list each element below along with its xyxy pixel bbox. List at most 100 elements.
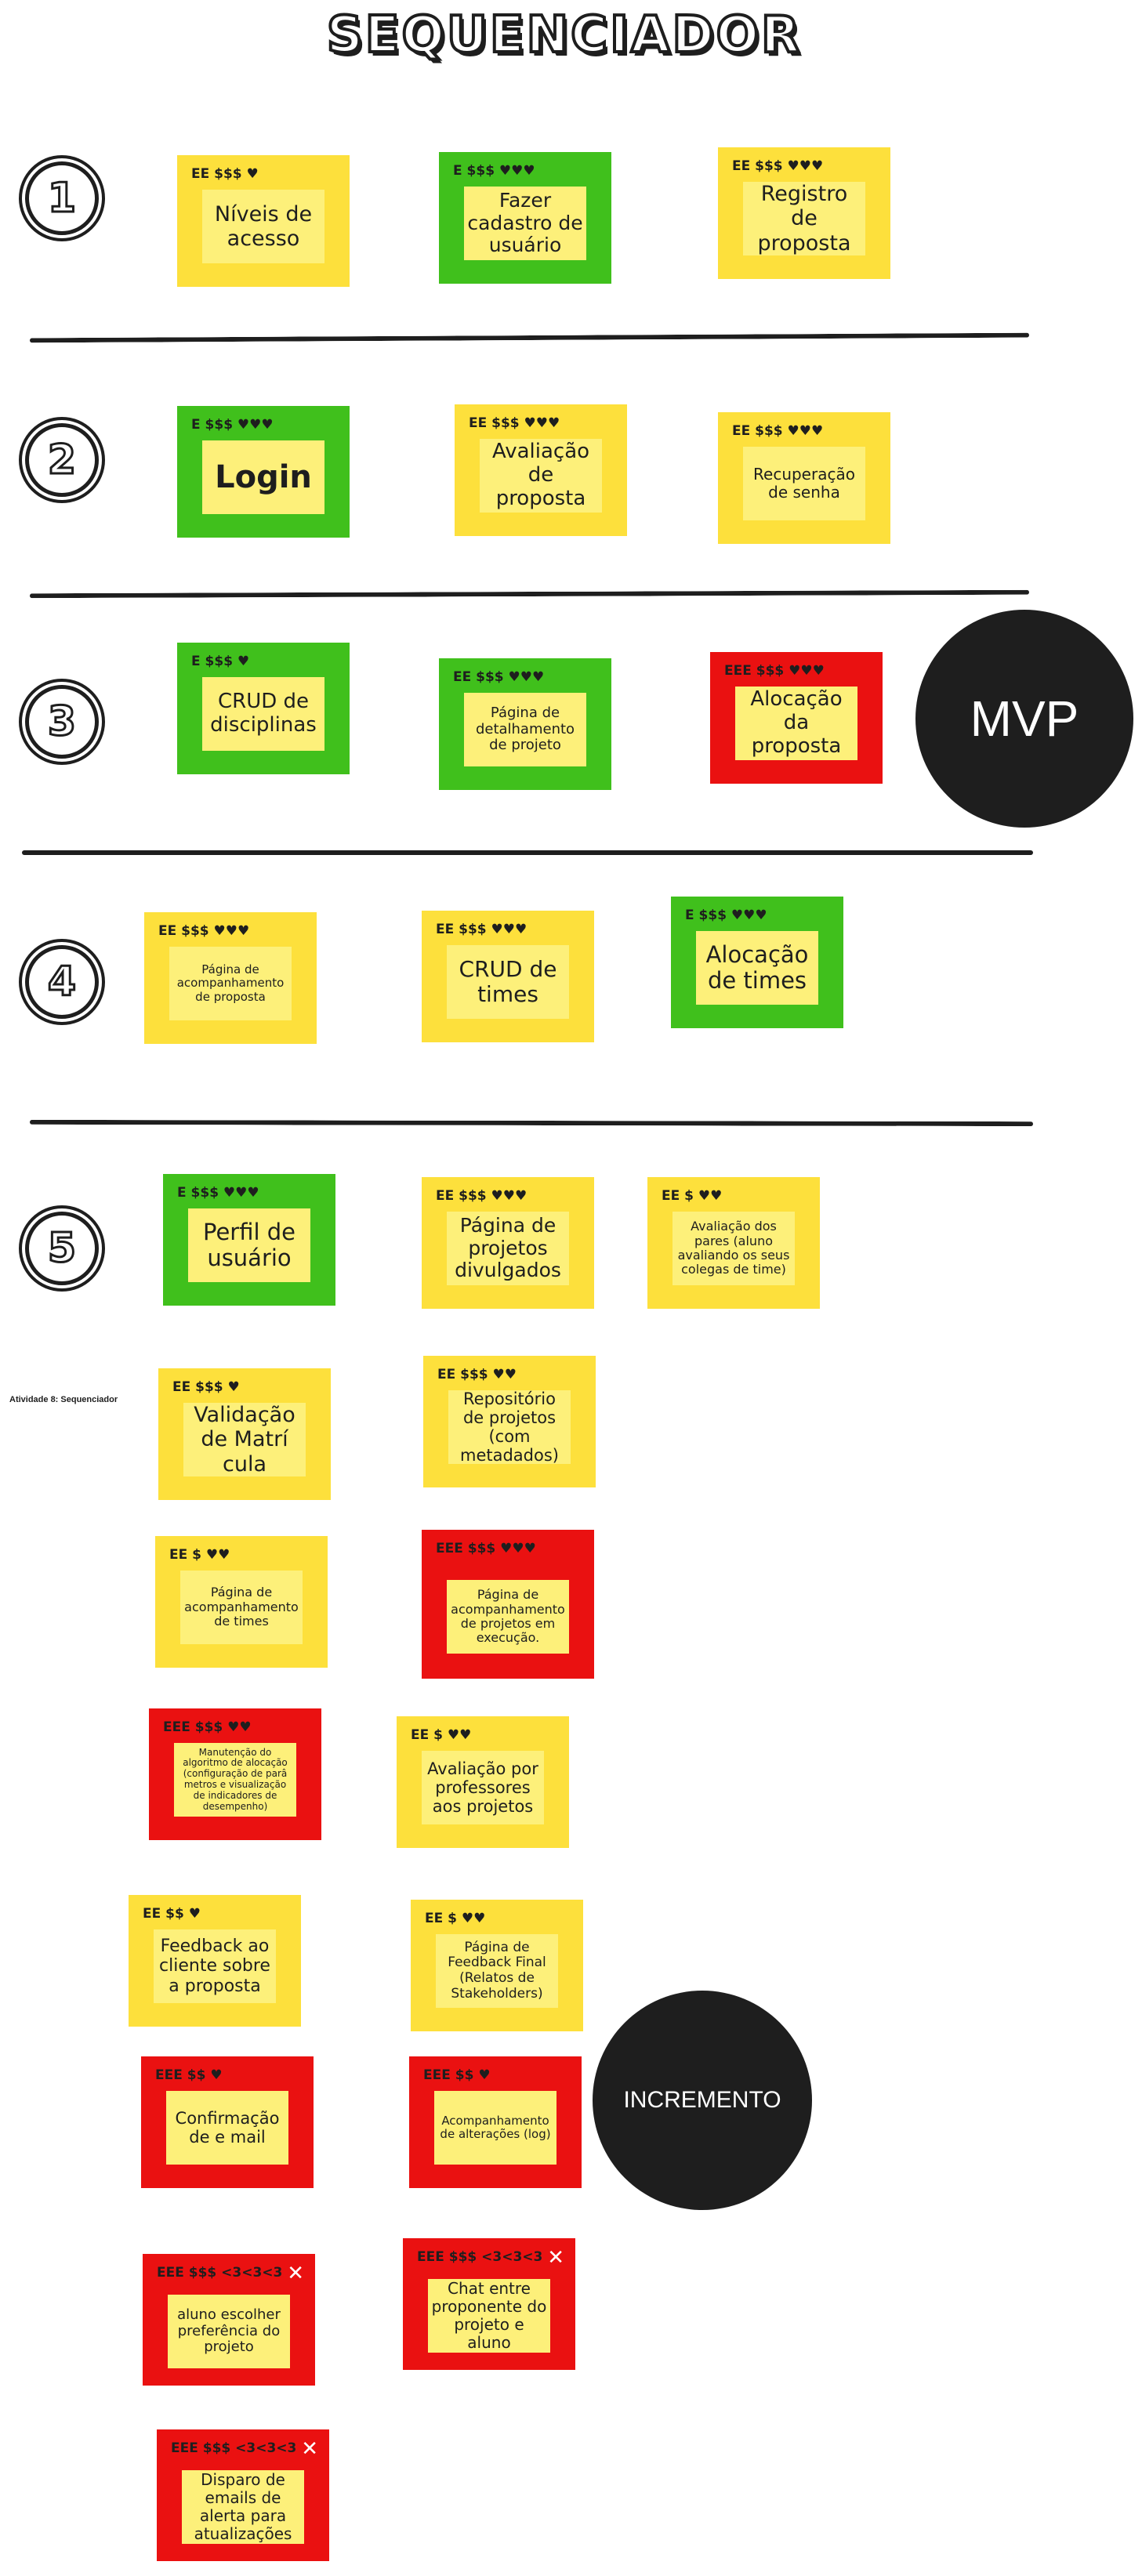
board-title: SEQUENCIADOR <box>325 5 803 66</box>
story-card[interactable]: EE $ ♥♥ Avaliação dos pares (aluno avali… <box>647 1177 820 1309</box>
card-tag: EEE $$$ ♥♥♥ <box>724 663 825 679</box>
card-note: Perfil de usuário <box>188 1208 310 1282</box>
card-tag: EE $$$ ♥♥♥ <box>158 923 250 939</box>
incremento-label: INCREMENTO <box>623 2087 781 2113</box>
card-note: Registro de proposta <box>743 182 865 255</box>
card-note: Avaliação por professores aos projetos <box>422 1751 544 1824</box>
row-number-1: 1 <box>25 161 99 235</box>
story-card[interactable]: EEE $$$ ♥♥ Manutenção do algoritmo de al… <box>149 1708 321 1840</box>
card-tag: EEE $$ ♥ <box>423 2067 491 2083</box>
card-tag: EEE $$$ ♥♥ <box>163 1719 252 1735</box>
story-card[interactable]: E $$$ ♥♥♥ Perfil de usuário <box>163 1174 335 1306</box>
card-tag: EEE $$ ♥ <box>155 2067 223 2083</box>
story-card[interactable]: EEE $$$ ♥♥♥ Página de acompanhamento de … <box>422 1530 594 1679</box>
row-number-4: 4 <box>25 945 99 1019</box>
story-card[interactable]: E $$$ ♥♥♥ Alocação de times <box>671 897 843 1028</box>
card-tag: EE $$$ ♥♥ <box>437 1367 517 1382</box>
card-tag: E $$$ ♥♥♥ <box>191 417 274 433</box>
card-note: CRUD de disciplinas <box>202 677 324 751</box>
story-card[interactable]: EE $$$ ♥♥ Repositório de projetos (com m… <box>423 1356 596 1487</box>
mvp-circle: MVP <box>915 610 1133 828</box>
card-tag: EE $$ ♥ <box>143 1906 201 1922</box>
card-tag: E $$$ ♥ <box>191 654 250 669</box>
card-tag: E $$$ ♥♥♥ <box>453 163 535 179</box>
row-number-2: 2 <box>25 423 99 497</box>
story-card[interactable]: E $$$ ♥♥♥ Login <box>177 406 350 538</box>
story-card[interactable]: EE $$$ ♥♥♥ Página de detalhamento de pro… <box>439 658 611 790</box>
card-note: Página de acompanhamento de projetos em … <box>447 1580 569 1654</box>
story-card[interactable]: EE $ ♥♥ Página de acompanhamento de time… <box>155 1536 328 1668</box>
card-note: CRUD de times <box>447 945 569 1019</box>
card-tag: EE $$$ ♥ <box>191 166 259 182</box>
card-note: Página de Feedback Final (Relatos de Sta… <box>436 1934 558 2008</box>
row-divider <box>22 850 1033 855</box>
card-tag: EE $ ♥♥ <box>425 1911 486 1926</box>
row-divider <box>29 589 1030 599</box>
card-note: Página de acompanhamento de proposta <box>169 947 292 1020</box>
card-note: Login <box>202 440 324 514</box>
card-note: Repositório de projetos (com metadados) <box>448 1390 571 1464</box>
story-card[interactable]: EE $$$ ♥♥♥ Avaliação de proposta <box>455 404 627 536</box>
card-tag: EE $$$ ♥♥♥ <box>436 1188 527 1204</box>
card-tag: EE $$$ ♥♥♥ <box>436 922 527 937</box>
card-tag: EE $ ♥♥ <box>411 1727 472 1743</box>
story-card[interactable]: EEE $$$ <3<3<3 ✕ Chat entre proponente d… <box>403 2238 575 2370</box>
card-note: Chat entre proponente do projeto e aluno <box>428 2279 550 2353</box>
card-note: Página de acompanhamento de times <box>180 1571 303 1644</box>
card-tag: EE $ ♥♥ <box>662 1188 723 1204</box>
card-tag: EE $ ♥♥ <box>169 1547 230 1563</box>
close-icon[interactable]: ✕ <box>301 2437 318 2461</box>
card-note: Avaliação de proposta <box>480 439 602 513</box>
card-note: Página de projetos divulgados <box>447 1212 569 1285</box>
card-note: Manutenção do algoritmo de alocação (con… <box>174 1743 296 1817</box>
card-tag: EEE $$$ <3<3<3 <box>157 2265 283 2281</box>
row-divider <box>29 1119 1034 1127</box>
story-card[interactable]: EE $$$ ♥ Validação de Matrí cula <box>158 1368 331 1500</box>
card-tag: EEE $$$ <3<3<3 <box>417 2249 543 2265</box>
story-card[interactable]: EE $$$ ♥♥♥ Registro de proposta <box>718 147 890 279</box>
card-tag: EEE $$$ <3<3<3 <box>171 2440 297 2456</box>
story-card[interactable]: EE $$$ ♥ Níveis de acesso <box>177 155 350 287</box>
story-card[interactable]: EEE $$$ <3<3<3 ✕ aluno escolher preferên… <box>143 2254 315 2386</box>
card-note: aluno escolher preferência do projeto <box>168 2295 290 2368</box>
card-tag: EE $$$ ♥♥♥ <box>469 415 560 431</box>
story-card[interactable]: EE $ ♥♥ Avaliação por professores aos pr… <box>397 1716 569 1848</box>
card-tag: EE $$$ ♥♥♥ <box>732 158 824 174</box>
card-note: Recuperação de senha <box>743 447 865 520</box>
story-card[interactable]: EE $$$ ♥♥♥ Página de projetos divulgados <box>422 1177 594 1309</box>
card-note: Níveis de acesso <box>202 190 324 263</box>
story-card[interactable]: EEE $$ ♥ Acompanhamento de alterações (l… <box>409 2056 582 2188</box>
card-note: Feedback ao cliente sobre a proposta <box>154 1929 276 2003</box>
card-tag: E $$$ ♥♥♥ <box>177 1185 259 1201</box>
card-note: Alocação da proposta <box>735 687 857 760</box>
card-note: Página de detalhamento de projeto <box>464 693 586 766</box>
story-card[interactable]: EE $$ ♥ Feedback ao cliente sobre a prop… <box>129 1895 301 2027</box>
story-card[interactable]: E $$$ ♥♥♥ Fazer cadastro de usuário <box>439 152 611 284</box>
card-note: Alocação de times <box>696 931 818 1005</box>
card-note: Disparo de emails de alerta para atualiz… <box>182 2470 304 2544</box>
card-note: Acompanhamento de alterações (log) <box>434 2091 556 2165</box>
card-tag: EE $$$ ♥♥♥ <box>732 423 824 439</box>
card-tag: EE $$$ ♥ <box>172 1379 240 1395</box>
card-tag: EEE $$$ ♥♥♥ <box>436 1541 536 1556</box>
story-card[interactable]: EE $ ♥♥ Página de Feedback Final (Relato… <box>411 1900 583 2031</box>
close-icon[interactable]: ✕ <box>547 2246 564 2270</box>
card-tag: E $$$ ♥♥♥ <box>685 908 767 923</box>
card-tag: EE $$$ ♥♥♥ <box>453 669 545 685</box>
row-number-3: 3 <box>25 685 99 759</box>
story-card[interactable]: EEE $$ ♥ Confirmação de e mail <box>141 2056 314 2188</box>
story-card[interactable]: E $$$ ♥ CRUD de disciplinas <box>177 643 350 774</box>
close-icon[interactable]: ✕ <box>287 2262 304 2285</box>
row-divider <box>29 332 1030 343</box>
story-card[interactable]: EEE $$$ ♥♥♥ Alocação da proposta <box>710 652 883 784</box>
story-card[interactable]: EE $$$ ♥♥♥ CRUD de times <box>422 911 594 1042</box>
story-card[interactable]: EE $$$ ♥♥♥ Página de acompanhamento de p… <box>144 912 317 1044</box>
side-label: Atividade 8: Sequenciador <box>9 1395 118 1404</box>
card-note: Confirmação de e mail <box>166 2091 288 2165</box>
story-card[interactable]: EEE $$$ <3<3<3 ✕ Disparo de emails de al… <box>157 2429 329 2561</box>
card-note: Fazer cadastro de usuário <box>464 187 586 260</box>
card-note: Validação de Matrí cula <box>183 1403 306 1476</box>
card-note: Avaliação dos pares (aluno avaliando os … <box>673 1212 795 1285</box>
story-card[interactable]: EE $$$ ♥♥♥ Recuperação de senha <box>718 412 890 544</box>
mvp-label: MVP <box>970 690 1079 747</box>
